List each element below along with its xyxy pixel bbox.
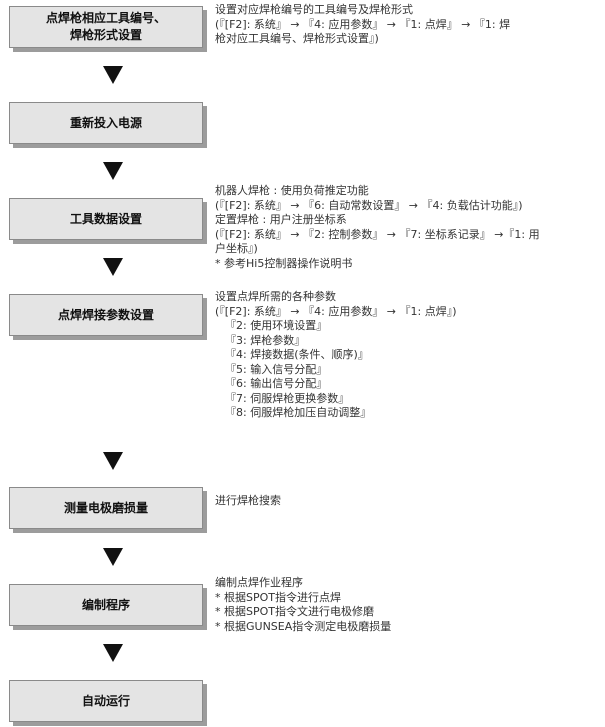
desc-line: 户坐标』) [215,242,258,255]
param-sub-item: 『7: 伺服焊枪更换参数』 [225,391,350,405]
desc-line: 定置焊枪 : 用户注册坐标系 [215,213,347,226]
step-box-gun-tool-setting: 点焊枪相应工具编号、 焊枪形式设置 [9,6,203,48]
param-sub-item: 『5: 输入信号分配』 [225,362,328,376]
desc-line: * 根据SPOT指令文进行电极修磨 [215,605,374,618]
desc-line: * 根据SPOT指令进行点焊 [215,590,341,604]
step-label: 工具数据设置 [69,211,142,226]
step-box-tool-data: 工具数据设置 [9,198,203,240]
arrow-down-icon [103,258,123,276]
step-label: 点焊焊接参数设置 [57,307,154,322]
step-box-auto-run: 自动运行 [9,680,203,722]
step-label: 编制程序 [81,597,130,612]
step-description-weld-params: 设置点焊所需的各种参数 (『[F2]: 系统』 → 『4: 应用参数』 → 『1… [215,290,600,421]
desc-line: 枪对应工具编号、焊枪形式设置』) [215,32,379,45]
desc-line: (『[F2]: 系统』 → 『4: 应用参数』 → 『1: 点焊』) [215,304,457,318]
step-description-gun-tool-setting: 设置对应焊枪编号的工具编号及焊枪形式 (『[F2]: 系统』 → 『4: 应用参… [215,3,600,47]
arrow-down-icon [103,644,123,662]
step-label-line: 点焊枪相应工具编号、 [45,11,166,25]
desc-line: 进行焊枪搜索 [215,494,281,507]
desc-line: * 根据GUNSEA指令测定电极磨损量 [215,619,392,633]
arrow-down-icon [103,162,123,180]
step-label: 重新投入电源 [69,115,142,130]
param-sub-item: 『6: 输出信号分配』 [225,377,328,390]
arrow-down-icon [103,66,123,84]
param-sub-item: 『2: 使用环境设置』 [225,319,328,332]
desc-line: 设置对应焊枪编号的工具编号及焊枪形式 [215,3,413,16]
step-label: 测量电极磨损量 [63,500,148,515]
step-box-weld-params: 点焊焊接参数设置 [9,294,203,336]
step-label-line: 焊枪形式设置 [69,28,142,42]
step-description-electrode-wear: 进行焊枪搜索 [215,494,600,509]
desc-line: 设置点焊所需的各种参数 [215,290,336,303]
param-sub-item: 『3: 焊枪参数』 [225,333,306,347]
param-sub-item: 『8: 伺服焊枪加压自动调整』 [225,406,372,419]
desc-line: (『[F2]: 系统』 → 『4: 应用参数』 → 『1: 点焊』 → 『1: … [215,17,511,31]
desc-line: 机器人焊枪 : 使用负荷推定功能 [215,184,369,197]
step-label: 自动运行 [81,693,130,708]
desc-line: 编制点焊作业程序 [215,576,303,589]
step-box-program: 编制程序 [9,584,203,626]
step-box-power-on: 重新投入电源 [9,102,203,144]
step-box-electrode-wear: 测量电极磨损量 [9,487,203,529]
step-description-tool-data: 机器人焊枪 : 使用负荷推定功能 (『[F2]: 系统』 → 『6: 自动常数设… [215,184,600,271]
param-sub-item: 『4: 焊接数据(条件、顺序)』 [225,348,369,361]
arrow-down-icon [103,548,123,566]
desc-line: (『[F2]: 系统』 → 『6: 自动常数设置』 → 『4: 负载估计功能』) [215,198,523,212]
arrow-down-icon [103,452,123,470]
step-description-program: 编制点焊作业程序 * 根据SPOT指令进行点焊 * 根据SPOT指令文进行电极修… [215,576,600,634]
step-label: 点焊枪相应工具编号、 焊枪形式设置 [46,10,166,44]
desc-line: * 参考Hi5控制器操作说明书 [215,256,353,270]
desc-line: (『[F2]: 系统』 → 『2: 控制参数』 → 『7: 坐标系记录』 →『1… [215,227,540,241]
